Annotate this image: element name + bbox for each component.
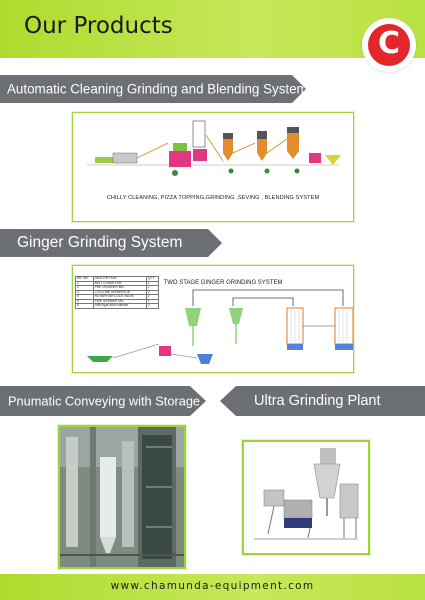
website-link[interactable]: www.chamunda-equipment.com <box>110 580 315 592</box>
cleaning-line-illustration <box>87 120 341 176</box>
section-title-4: Ultra Grinding Plant <box>254 393 381 409</box>
logo-letter: C <box>377 26 401 61</box>
section-title-band-2: Ginger Grinding System <box>0 229 222 257</box>
section-title-band-3: Pnumatic Conveying with Storage <box>0 386 206 416</box>
section-title-2: Ginger Grinding System <box>17 234 183 251</box>
table-cell: 2 <box>145 303 160 309</box>
pneumatic-conveying-photo <box>58 425 186 569</box>
section-title-band-4: Ultra Grinding Plant <box>220 386 425 416</box>
pneumatic-plant-illustration <box>60 427 184 567</box>
page-title: Our Products <box>24 13 173 39</box>
section-title-band-1: Automatic Cleaning Grinding and Blending… <box>0 75 306 103</box>
logo-ring <box>368 24 410 66</box>
ultra-grinding-illustration <box>244 442 368 553</box>
ultra-grinding-photo <box>242 440 370 555</box>
section-title-1: Automatic Cleaning Grinding and Blending… <box>7 81 308 97</box>
diagram-caption-1: CHILLY CLEANING, PIZZA TOPPING,GRINDING … <box>106 195 320 201</box>
diagram-caption-2: TWO STAGE GINGER GRINDING SYSTEM <box>163 280 283 286</box>
company-logo-icon: C <box>364 20 414 70</box>
header-bar: Our Products <box>0 0 425 58</box>
footer-bar: www.chamunda-equipment.com <box>0 574 425 600</box>
section-title-3: Pnumatic Conveying with Storage <box>8 393 201 409</box>
ginger-line-illustration <box>87 289 353 364</box>
cleaning-grinding-diagram: CHILLY CLEANING, PIZZA TOPPING,GRINDING … <box>72 112 354 222</box>
